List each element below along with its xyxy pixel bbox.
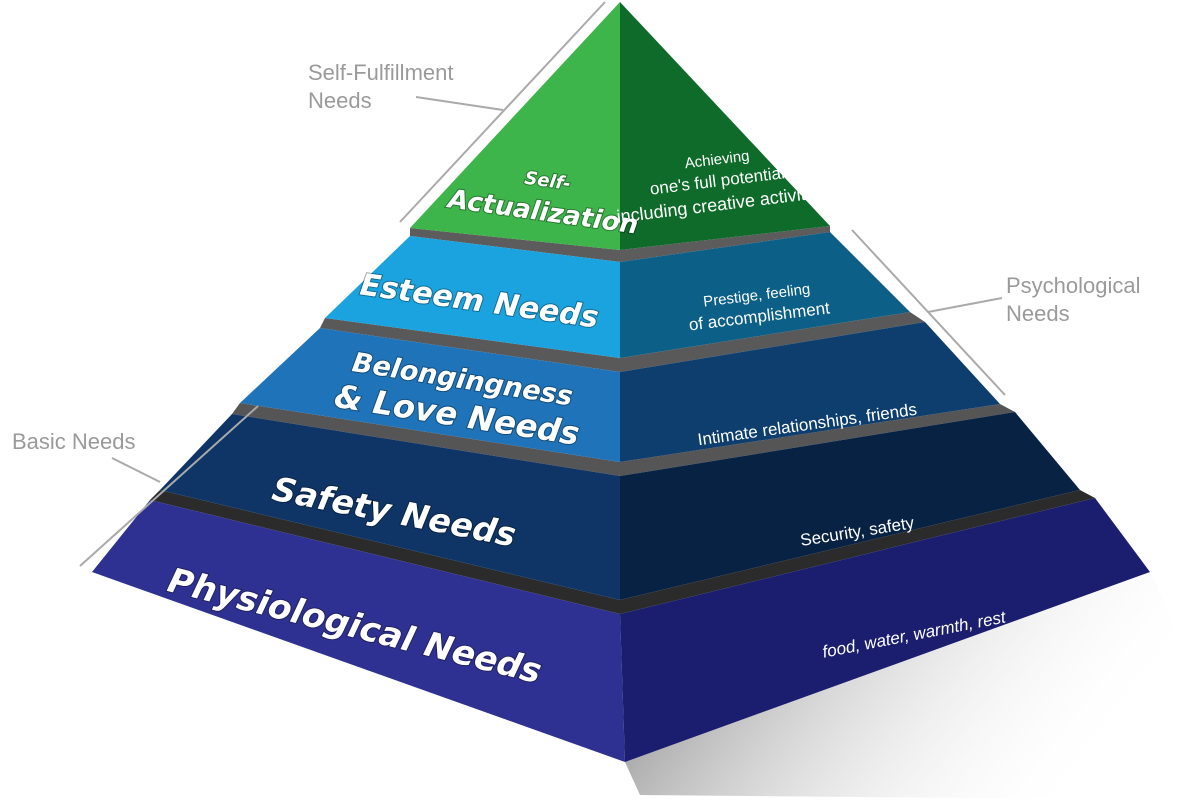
tier-self-actualization-front <box>410 2 620 250</box>
tier-belonging-side <box>620 322 1000 462</box>
tier-physiological-front <box>92 500 625 762</box>
group-label-self-fulfillment: Self-Fulfillment Needs <box>308 60 460 113</box>
ledge-2 <box>320 312 925 372</box>
bracket-line-basic <box>79 405 259 567</box>
bracket-line-self-fulfillment <box>399 1 606 223</box>
tier-physiological-side <box>620 498 1150 762</box>
connector-psychological <box>927 297 1003 313</box>
tier-self-actualization-side <box>620 2 830 250</box>
group-label-basic: Basic Needs <box>12 429 136 454</box>
tier-belonging-front <box>240 328 620 462</box>
pyramid-shadow <box>625 572 1200 800</box>
tier-safety-front <box>160 414 620 600</box>
connector-basic <box>111 457 161 483</box>
tier-esteem-front <box>325 236 620 358</box>
tier-safety-side <box>620 412 1080 600</box>
group-label-psychological: Psychological Needs <box>1006 273 1147 326</box>
connector-self-fulfillment <box>415 96 504 111</box>
tier-esteem-side <box>620 232 910 358</box>
